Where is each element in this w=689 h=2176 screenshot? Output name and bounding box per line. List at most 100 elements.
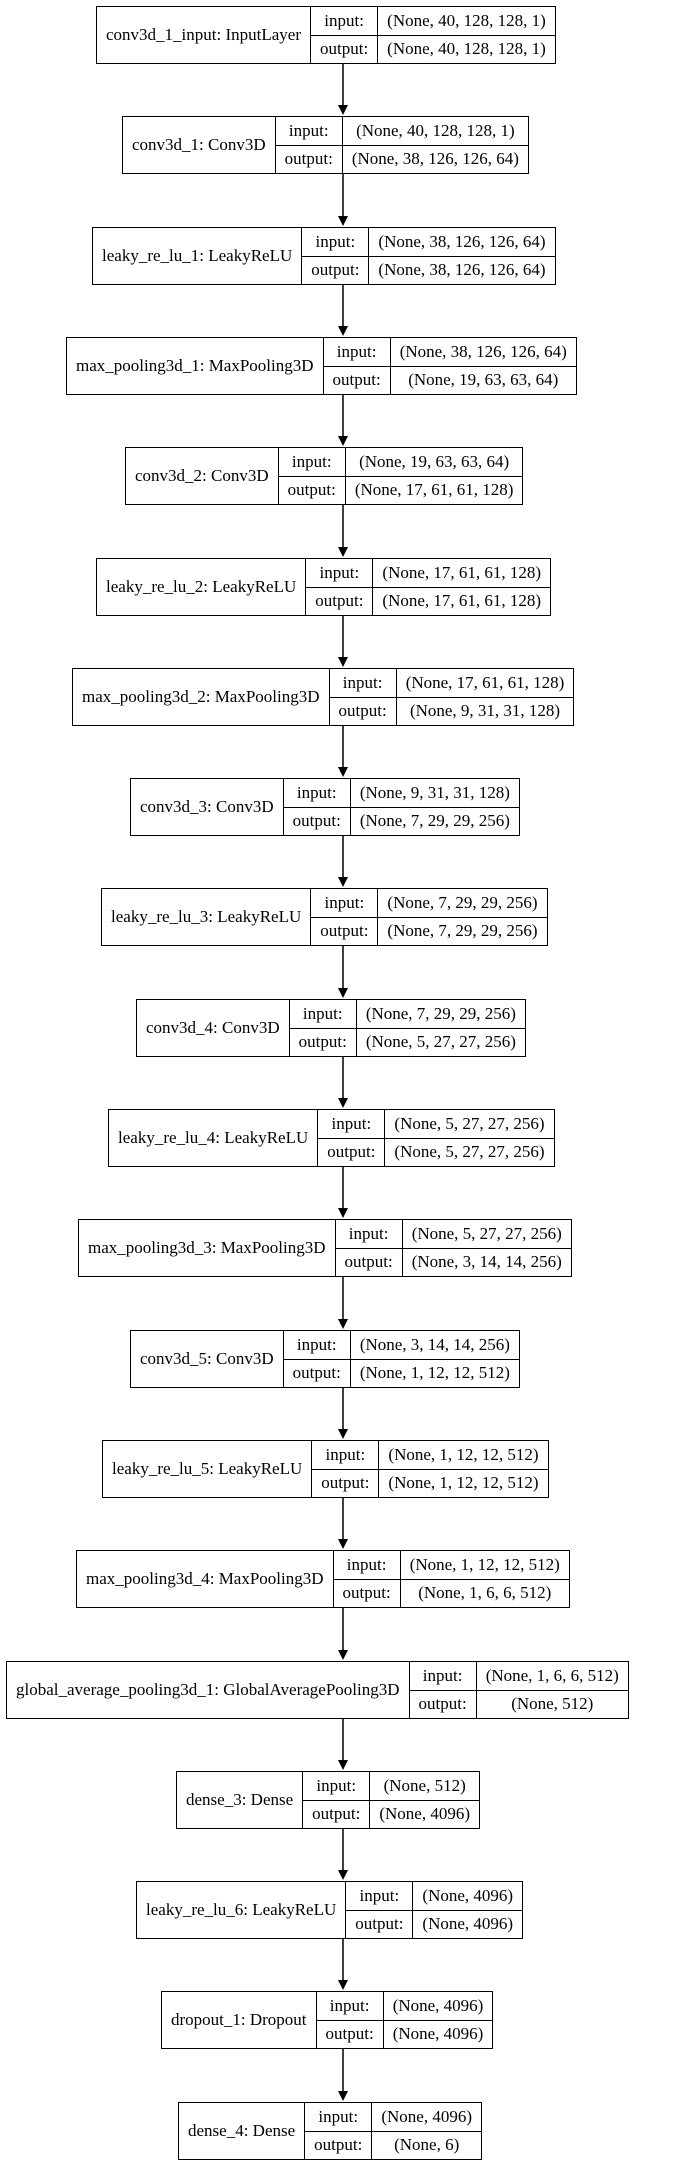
io-shapes: (None, 3, 14, 14, 256)(None, 1, 12, 12, … [350, 1331, 519, 1388]
arrow-head [338, 326, 348, 336]
arrow-head [338, 1098, 348, 1108]
output-shape: (None, 38, 126, 126, 64) [369, 255, 555, 285]
output-shape: (None, 40, 128, 128, 1) [378, 34, 555, 64]
io-labels: input:output: [302, 228, 370, 284]
io-labels: input: output: [311, 7, 379, 64]
output-shape: (None, 4096) [413, 1909, 523, 1939]
input-label: input: [324, 10, 364, 30]
output-shape: (None, 6) [372, 2130, 481, 2160]
layer-name: conv3d_3: Conv3D [131, 779, 284, 835]
io-shapes: (None, 4096) (None, 4096) [383, 1992, 493, 2049]
io-shapes: (None, 40, 128, 128, 1) (None, 38, 126, 1… [342, 117, 528, 174]
io-labels: input:output: [305, 2103, 373, 2159]
io-labels: input: output: [275, 117, 343, 174]
arrow-head [338, 216, 348, 226]
input-label: input: [336, 341, 377, 361]
arrow-head [338, 767, 348, 777]
input-shape: (None, 4096) [392, 1995, 484, 2015]
output-shape: (None, 38, 126, 126, 64) [342, 144, 528, 174]
input-shape: (None, 1, 12, 12, 512) [388, 1444, 539, 1464]
output-label: output: [306, 586, 373, 616]
input-shape: (None, 7, 29, 29, 256) [365, 1003, 516, 1023]
output-label: output: [312, 1468, 379, 1498]
arrow-head [338, 1760, 348, 1770]
output-label: output: [329, 696, 396, 726]
layer-name: global_average_pooling3d_1: GlobalAverag… [7, 1662, 410, 1718]
layer-name: conv3d_2: Conv3D [126, 448, 279, 504]
layer-name: conv3d_1_input: InputLayer [97, 7, 311, 63]
input-label: input: [288, 120, 329, 140]
io-labels: input:output: [311, 889, 379, 945]
io-shapes: (None, 17, 61, 61, 128)(None, 9, 31, 31,… [396, 669, 574, 725]
arrow-head [338, 1980, 348, 1990]
input-label: input: [291, 451, 332, 471]
layer-name: leaky_re_lu_1: LeakyReLU [93, 228, 303, 284]
input-label: input: [359, 1885, 400, 1905]
input-shape: (None, 1, 12, 12, 512) [409, 1554, 560, 1574]
input-shape: (None, 38, 126, 126, 64) [378, 231, 546, 251]
layer-name: max_pooling3d_4: MaxPooling3D [77, 1551, 334, 1607]
output-label: output: [275, 144, 342, 174]
arrow-head [338, 1539, 348, 1549]
io-labels: input:output: [278, 448, 346, 504]
input-shape: (None, 40, 128, 128, 1) [356, 120, 515, 140]
output-label: output: [318, 1137, 385, 1167]
input-label: input: [318, 2106, 359, 2126]
input-label: input: [325, 1444, 366, 1464]
layer-name: conv3d_4: Conv3D [137, 1000, 290, 1056]
io-shapes: (None, 7, 29, 29, 256)(None, 7, 29, 29, … [378, 889, 547, 946]
layer-name: max_pooling3d_3: MaxPooling3D [79, 1220, 336, 1276]
io-labels: input: output: [312, 1441, 380, 1498]
layer-name: dropout_1: Dropout [162, 1992, 317, 2048]
io-labels: input:output: [333, 1551, 401, 1607]
output-label: output: [283, 806, 350, 836]
output-shape: (None, 4096) [383, 2019, 493, 2049]
output-label: output: [289, 1027, 356, 1057]
input-shape: (None, 19, 63, 63, 64) [359, 451, 510, 471]
input-label: input: [342, 672, 383, 692]
layer-name: dense_4: Dense [179, 2103, 306, 2159]
arrow-head [338, 988, 348, 998]
output-shape: (None, 5, 27, 27, 256) [356, 1027, 525, 1057]
output-shape: (None, 5, 27, 27, 256) [385, 1137, 554, 1167]
output-shape: (None, 1, 12, 12, 512) [350, 1358, 519, 1388]
output-label: output: [311, 34, 378, 64]
io-shapes: (None, 7, 29, 29, 256) (None, 5, 27, 27, … [356, 1000, 525, 1057]
io-shapes: (None, 17, 61, 61, 128) (None, 17, 61, 61… [373, 559, 551, 616]
io-shapes: (None, 40, 128, 128, 1)(None, 40, 128, 1… [378, 7, 555, 63]
layer-name: leaky_re_lu_2: LeakyReLU [97, 559, 307, 615]
io-shapes: (None, 19, 63, 63, 64)(None, 17, 61, 61,… [345, 448, 523, 504]
io-labels: input: output: [318, 1110, 386, 1167]
io-shapes: (None, 1, 6, 6, 512)(None, 512) [476, 1662, 628, 1718]
io-shapes: (None, 512)(None, 4096) [370, 1772, 479, 1828]
arrow-head [338, 105, 348, 115]
output-shape: (None, 7, 29, 29, 256) [350, 806, 519, 836]
layer-node: global_average_pooling3d_1: GlobalAverag… [6, 1661, 629, 1719]
output-label: output: [346, 1909, 413, 1939]
input-label: input: [302, 1003, 343, 1023]
io-labels: input:output: [335, 1220, 403, 1276]
input-label: input: [331, 1113, 372, 1133]
layer-name: leaky_re_lu_4: LeakyReLU [109, 1110, 319, 1166]
io-shapes: (None, 38, 126, 126, 64)(None, 19, 63, 6… [390, 338, 576, 394]
io-labels: input:output: [316, 1992, 384, 2048]
output-shape: (None, 7, 29, 29, 256) [378, 916, 547, 946]
output-shape: (None, 1, 12, 12, 512) [379, 1468, 548, 1498]
input-shape: (None, 17, 61, 61, 128) [382, 562, 542, 582]
layer-name: leaky_re_lu_5: LeakyReLU [103, 1441, 313, 1497]
output-shape: (None, 3, 14, 14, 256) [402, 1247, 571, 1277]
layer-name: max_pooling3d_1: MaxPooling3D [67, 338, 324, 394]
io-labels: input: output: [346, 1882, 414, 1939]
output-shape: (None, 17, 61, 61, 128) [373, 586, 551, 616]
input-label: input: [346, 1554, 387, 1574]
input-shape: (None, 9, 31, 31, 128) [359, 782, 510, 802]
input-label: input: [348, 1223, 389, 1243]
io-shapes: (None, 38, 126, 126, 64) (None, 38, 126, … [369, 228, 555, 285]
